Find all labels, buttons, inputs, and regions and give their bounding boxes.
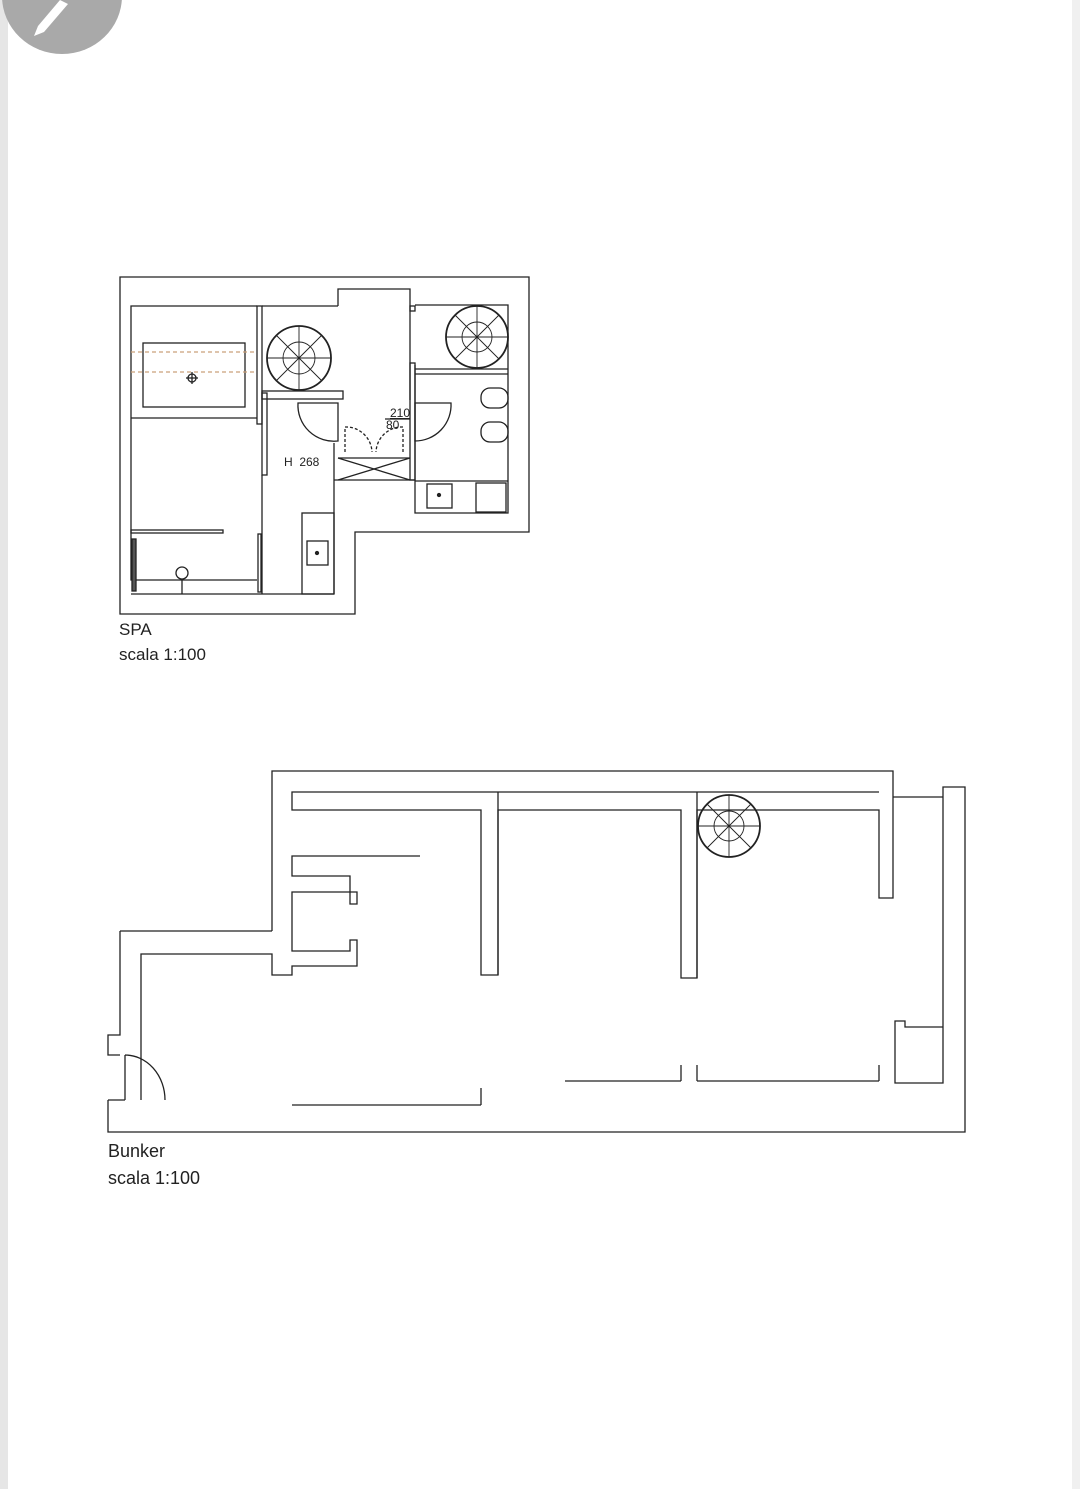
page-edge-left: [0, 0, 8, 1489]
bunker-plan-title: Bunker: [108, 1141, 166, 1161]
door-width-annotation: 80: [386, 418, 400, 432]
pencil-icon: [34, 0, 68, 36]
page-edge-right: [1072, 0, 1080, 1489]
bunker-plan-scale: scala 1:100: [108, 1168, 201, 1188]
spa-plan-scale: scala 1:100: [119, 645, 206, 664]
spa-plan-title: SPA: [119, 620, 152, 639]
door-height-annotation: 210: [390, 406, 411, 420]
ceiling-height-annotation: H 268: [284, 455, 320, 469]
